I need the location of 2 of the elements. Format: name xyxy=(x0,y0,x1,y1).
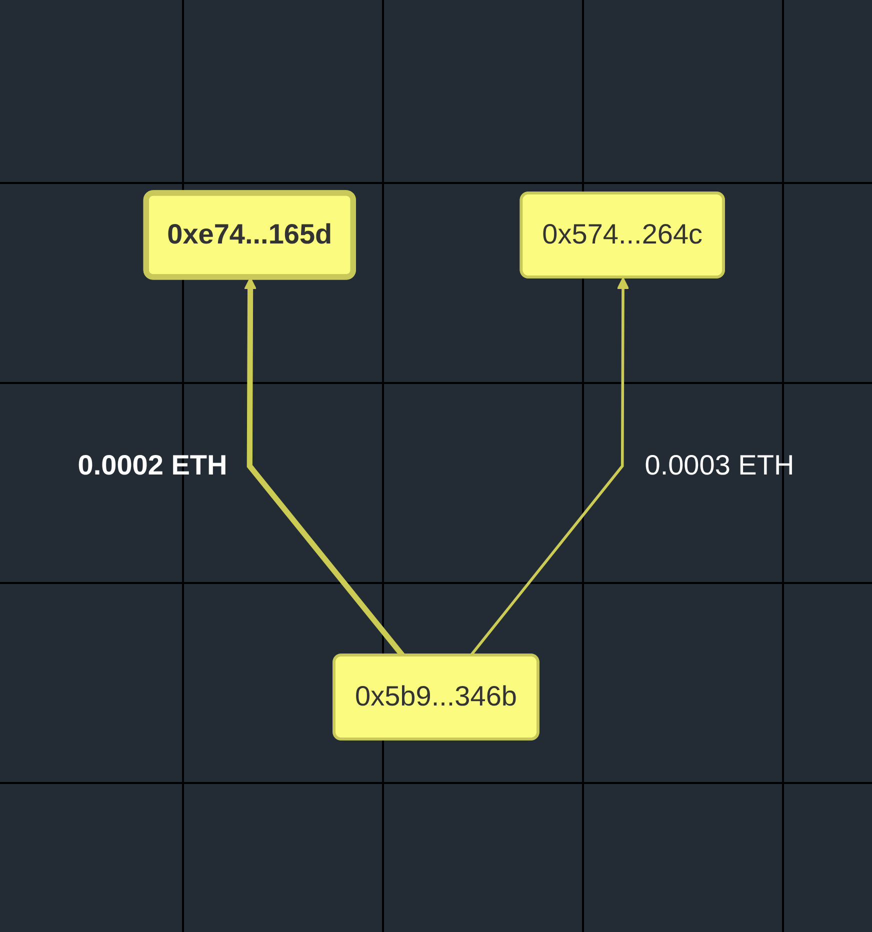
edge-label: 0.0002 ETH xyxy=(78,450,228,482)
edge-label: 0.0003 ETH xyxy=(644,450,794,482)
